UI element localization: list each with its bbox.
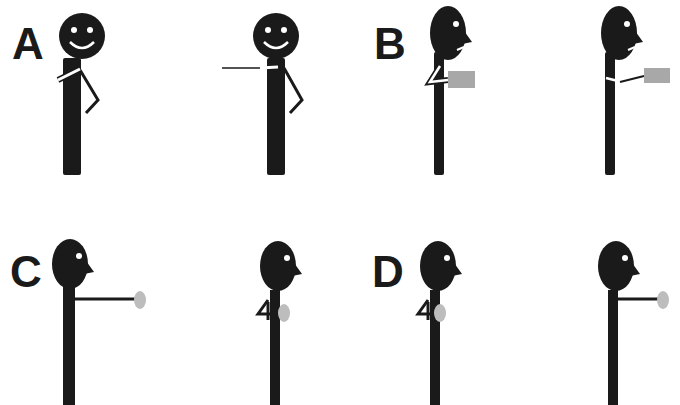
panel-letter: A: [12, 22, 44, 66]
figure-a-left: [58, 13, 105, 175]
figure-b-right: [601, 6, 670, 175]
figure-c-left: [52, 239, 146, 405]
figure-b-left: [430, 6, 475, 175]
panel-letter: C: [10, 250, 42, 294]
figure-d-left: [418, 241, 462, 405]
panel-letter: B: [374, 22, 406, 66]
panel-letter: D: [372, 250, 404, 294]
figure-c-right: [258, 241, 302, 405]
figure-a-right: [222, 13, 302, 175]
figure-d-right: [598, 241, 669, 405]
